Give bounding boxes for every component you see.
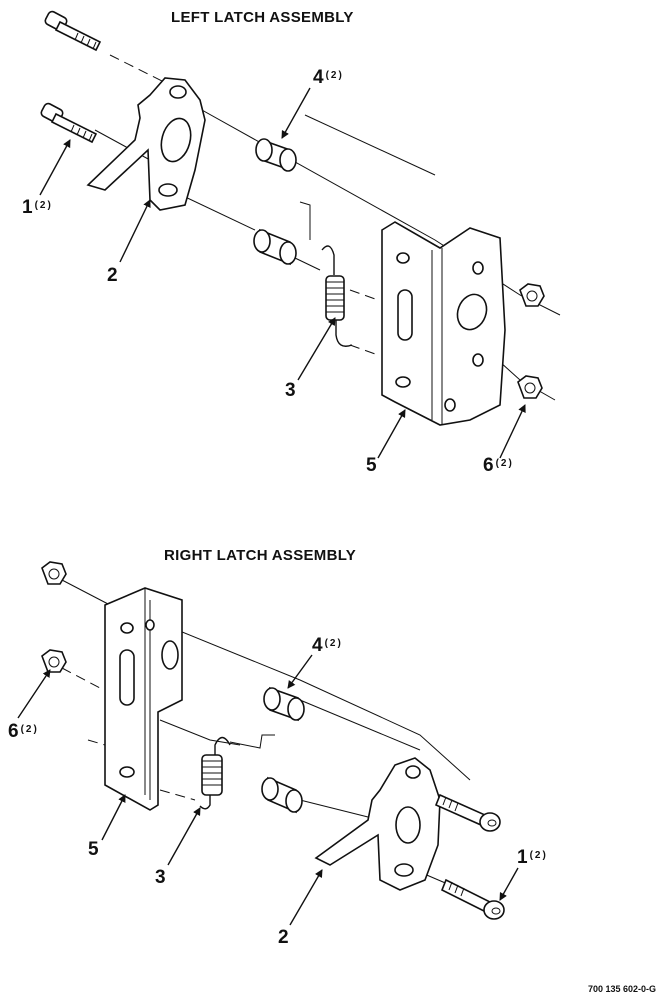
right-callout-2: 2	[278, 927, 289, 948]
left-leader-6	[499, 404, 526, 459]
right-leader-1	[499, 867, 519, 901]
right-centerline-b	[164, 624, 471, 781]
right-callout-6: 6(2)	[8, 721, 39, 742]
right-extension-spring	[199, 736, 231, 810]
right-centerline-d	[159, 719, 241, 746]
left-centerline-f	[349, 289, 379, 301]
right-latch-plate	[314, 757, 441, 891]
right-mounting-bracket	[104, 587, 183, 811]
right-centerline-a	[61, 579, 111, 606]
right-assembly-title: RIGHT LATCH ASSEMBLY	[164, 547, 357, 564]
left-callout-3: 3	[285, 380, 296, 401]
right-leader-5	[101, 794, 126, 841]
left-latch-assembly	[39, 10, 561, 459]
left-callout-2: 2	[107, 265, 118, 286]
left-callout-1: 1(2)	[22, 197, 53, 218]
left-callout-6: 6(2)	[483, 455, 514, 476]
right-callout-4: 4(2)	[312, 635, 343, 656]
left-assembly-title: LEFT LATCH ASSEMBLY	[171, 9, 354, 26]
left-shoulder-bolt-lower	[40, 102, 98, 144]
right-callout-1: 1(2)	[517, 847, 548, 868]
left-centerline-h	[304, 114, 436, 176]
right-leader-4	[287, 654, 313, 689]
left-leader-4	[281, 87, 311, 139]
left-mounting-bracket	[381, 221, 506, 426]
right-centerline-i	[299, 799, 381, 821]
right-callout-3: 3	[155, 867, 166, 888]
left-centerline-i	[299, 201, 311, 240]
right-leader-3	[167, 807, 201, 866]
right-spacer-upper	[263, 686, 305, 722]
right-callout-5: 5	[88, 839, 99, 860]
right-leader-2	[289, 869, 323, 926]
left-latch-plate	[86, 77, 206, 211]
right-shoulder-bolt-lower	[440, 878, 505, 920]
left-callout-4: 4(2)	[313, 67, 344, 88]
left-centerline-g	[349, 344, 379, 356]
right-centerline-h	[159, 789, 196, 801]
right-centerline-f	[299, 699, 421, 751]
right-shoulder-bolt-upper	[434, 793, 501, 832]
left-leader-2	[119, 199, 151, 263]
left-hex-nut-lower	[517, 375, 543, 399]
left-spacer-upper	[255, 138, 297, 172]
left-callout-5: 5	[366, 455, 377, 476]
left-hex-nut-upper	[519, 283, 545, 307]
right-hex-nut-lower	[41, 649, 67, 673]
document-number: 700 135 602-0-G	[587, 984, 656, 994]
right-centerline-g	[87, 739, 106, 746]
right-leader-6	[17, 669, 51, 719]
left-shoulder-bolt-upper	[44, 10, 102, 52]
right-latch-assembly	[17, 561, 519, 926]
right-centerline-e	[229, 734, 275, 749]
right-spacer-lower	[261, 776, 303, 814]
right-hex-nut-upper	[41, 561, 67, 585]
right-centerline-c	[61, 667, 101, 689]
left-leader-3	[297, 317, 336, 381]
left-leader-5	[377, 409, 406, 459]
left-centerline-d	[294, 257, 321, 271]
left-spacer-lower	[253, 228, 297, 266]
left-leader-1	[39, 139, 71, 196]
